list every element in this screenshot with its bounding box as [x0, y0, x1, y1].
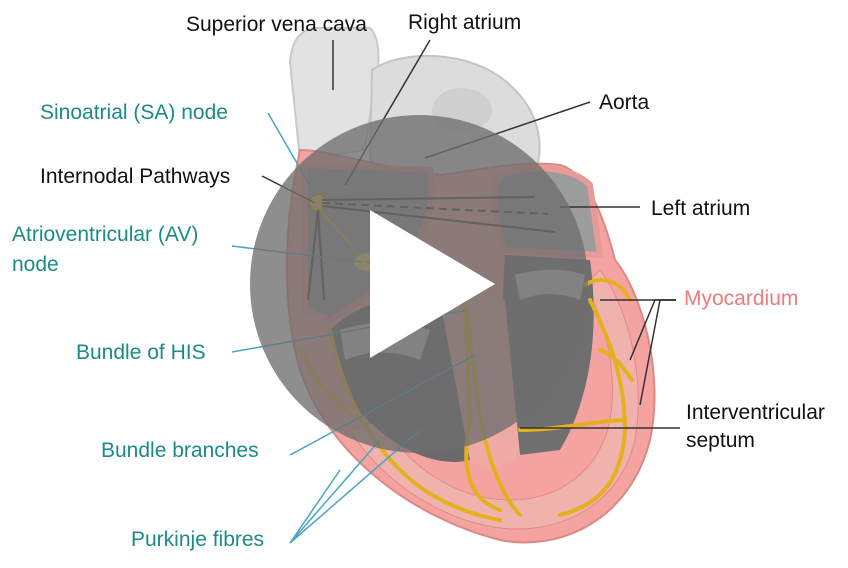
label-right-atrium: Right atrium — [408, 10, 521, 36]
label-av-node-line2: node — [12, 252, 59, 278]
label-interventricular-line2: septum — [686, 428, 755, 454]
play-icon — [250, 115, 588, 453]
play-button[interactable] — [250, 115, 588, 453]
label-superior-vena-cava: Superior vena cava — [186, 12, 367, 38]
label-left-atrium: Left atrium — [651, 196, 750, 222]
label-interventricular-line1: Interventricular — [686, 400, 825, 426]
label-av-node-line1: Atrioventricular (AV) — [12, 222, 198, 248]
label-bundle-of-his: Bundle of HIS — [76, 340, 206, 366]
label-sa-node: Sinoatrial (SA) node — [40, 100, 228, 126]
label-bundle-branches: Bundle branches — [101, 438, 259, 464]
label-purkinje-fibres: Purkinje fibres — [131, 527, 264, 553]
label-internodal-pathways: Internodal Pathways — [40, 164, 230, 190]
label-aorta: Aorta — [599, 90, 649, 116]
label-myocardium: Myocardium — [684, 286, 798, 312]
